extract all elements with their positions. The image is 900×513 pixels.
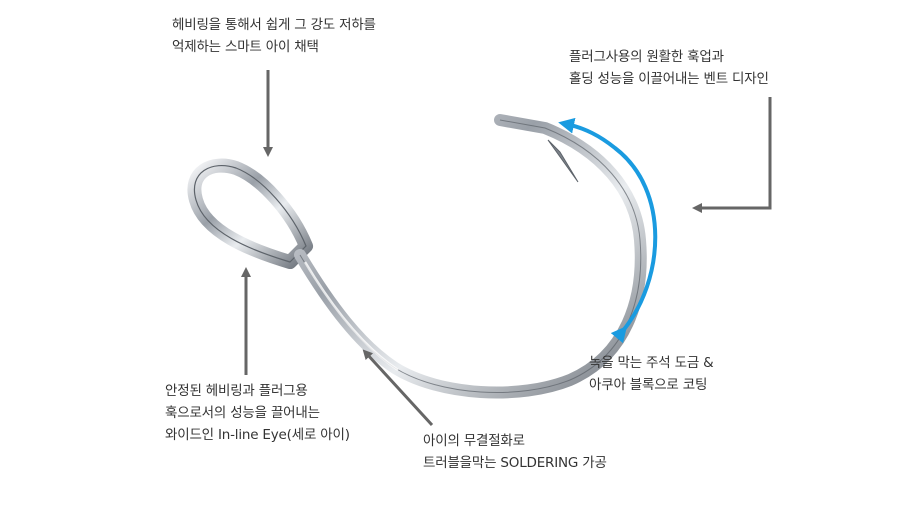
callout-line: 헤비링을 통해서 쉽게 그 강도 저하를: [172, 17, 376, 33]
callout-smart-eye: 헤비링을 통해서 쉽게 그 강도 저하를 억제하는 스마트 아이 채택: [172, 14, 376, 58]
callout-bent-design: 플러그사용의 원활한 훅업과 홀딩 성능을 이끌어내는 벤트 디자인: [569, 46, 769, 90]
callout-line: 안정된 헤비링과 플러그용: [165, 383, 308, 399]
hookup-arc-arrow: [558, 117, 658, 344]
callout-coating: 녹을 막는 주석 도금 & 아쿠아 블록으로 코팅: [589, 352, 714, 396]
callout-line: 녹을 막는 주석 도금 &: [589, 355, 714, 371]
callout-line: 트러블을막는 SOLDERING 가공: [423, 455, 607, 471]
callout-line: 훅으로서의 성능을 끌어내는: [165, 405, 320, 421]
callout-inline-eye: 안정된 헤비링과 플러그용 훅으로서의 성능을 끌어내는 와이드인 In-lin…: [165, 380, 350, 446]
callout-line: 와이드인 In-line Eye(세로 아이): [165, 427, 350, 443]
callout-line: 아이의 무결절화로: [423, 433, 525, 449]
callout-line: 플러그사용의 원활한 훅업과: [569, 49, 724, 65]
fishing-hook-icon: [187, 114, 647, 399]
pointer-arrow-soldering: [362, 349, 434, 427]
callout-line: 아쿠아 블록으로 코팅: [589, 377, 708, 393]
pointer-arrow-bend: [692, 97, 772, 213]
callout-line: 억제하는 스마트 아이 채택: [172, 39, 319, 55]
callout-soldering: 아이의 무결절화로 트러블을막는 SOLDERING 가공: [423, 430, 607, 474]
callout-line: 홀딩 성능을 이끌어내는 벤트 디자인: [569, 71, 769, 87]
